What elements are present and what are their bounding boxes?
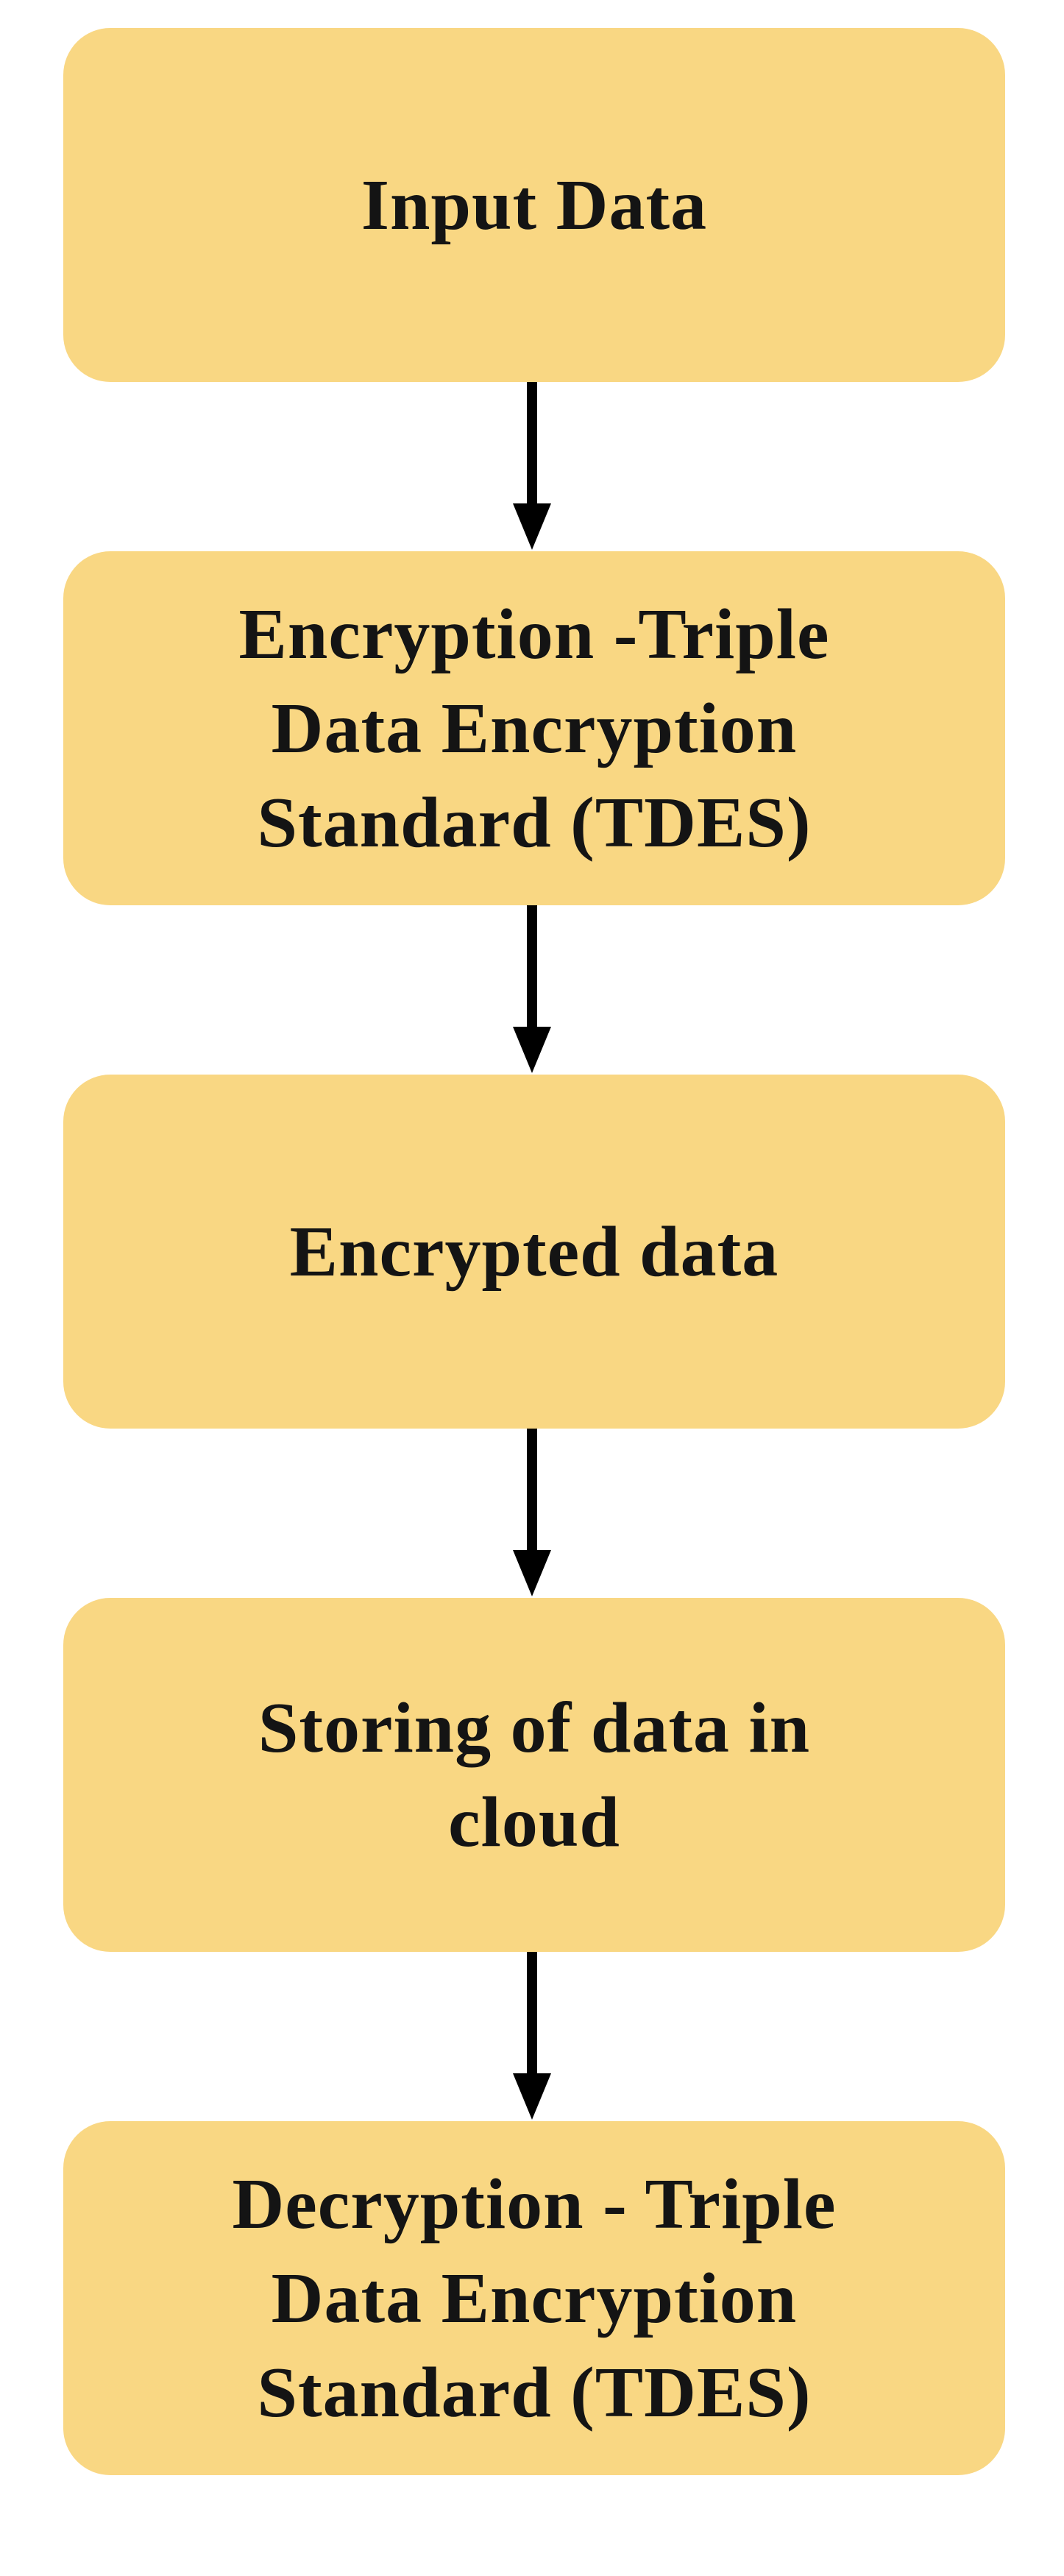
node-label-line: Input Data <box>361 165 708 245</box>
node-label: Decryption - Triple Data Encryption Stan… <box>232 2157 836 2440</box>
node-label-line: Standard (TDES) <box>257 782 812 863</box>
node-label-line: Decryption - Triple <box>232 2164 837 2244</box>
flow-arrow <box>513 905 551 1073</box>
node-label-line: Data Encryption <box>271 2258 798 2338</box>
node-label: Storing of data in cloud <box>258 1681 810 1869</box>
node-label-line: Encryption -Triple <box>238 594 830 674</box>
node-label: Encrypted data <box>290 1205 779 1299</box>
node-label: Input Data <box>361 158 707 252</box>
flow-arrow <box>513 382 551 550</box>
flow-node-encryption: Encryption -Triple Data Encryption Stand… <box>63 551 1005 905</box>
node-label-line: Encrypted data <box>289 1211 779 1292</box>
node-label: Encryption -Triple Data Encryption Stand… <box>239 587 830 870</box>
node-label-line: Standard (TDES) <box>257 2352 812 2432</box>
node-label-line: cloud <box>448 1782 620 1862</box>
flow-node-input-data: Input Data <box>63 28 1005 382</box>
node-label-line: Data Encryption <box>271 688 798 768</box>
flow-arrow <box>513 1429 551 1596</box>
node-label-line: Storing of data in <box>258 1688 811 1768</box>
flow-node-encrypted-data: Encrypted data <box>63 1075 1005 1429</box>
flow-node-decryption: Decryption - Triple Data Encryption Stan… <box>63 2121 1005 2475</box>
flow-node-storing-in-cloud: Storing of data in cloud <box>63 1598 1005 1952</box>
flow-arrow <box>513 1952 551 2120</box>
